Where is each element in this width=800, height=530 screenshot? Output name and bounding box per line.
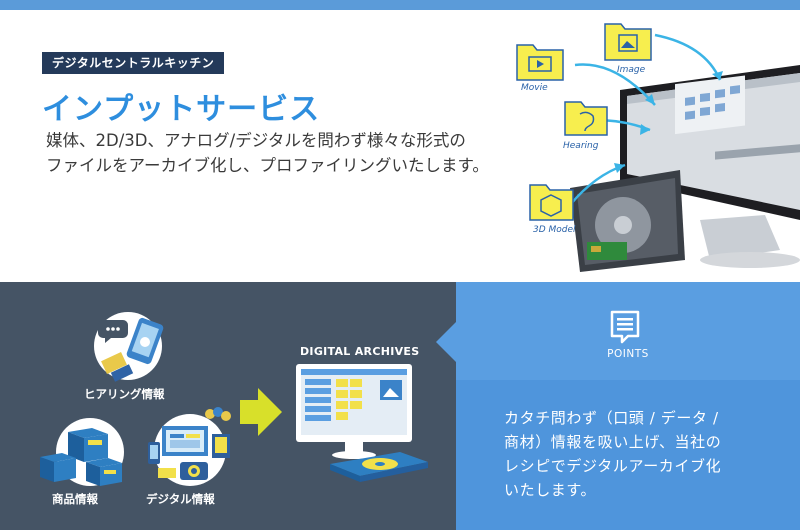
3d-model-folder-icon: [529, 184, 574, 221]
image-folder-icon: [604, 23, 652, 61]
product-boxes-icon: [40, 418, 124, 486]
hero-illustration: Movie Image Hearing 3D Model: [516, 23, 800, 272]
document-icon: [610, 310, 640, 344]
page-title: インプットサービス: [42, 92, 321, 127]
points-label: POINTS: [607, 348, 649, 360]
hearing-folder-icon: [564, 101, 608, 136]
description-line-1: 媒体、2D/3D、アナログ/デジタルを問わず様々な形式の: [46, 131, 466, 150]
hero-section: デジタルセントラルキッチン インプットサービス 媒体、2D/3D、アナログ/デジ…: [0, 10, 800, 282]
product-info-label: 商品情報: [52, 492, 98, 506]
points-line-1: カタチ問わず（口頭 / データ /: [504, 409, 719, 427]
points-description: カタチ問わず（口頭 / データ / 商材）情報を吸い上げ、当社の レシピでデジタ…: [504, 406, 774, 502]
archive-monitor-icon: [296, 364, 428, 482]
3d-model-folder-label: 3D Model: [533, 225, 576, 235]
digital-devices-icon: [148, 407, 231, 486]
points-header: POINTS: [456, 282, 800, 380]
description-line-2: ファイルをアーカイブ化し、プロファイリングいたします。: [46, 156, 489, 175]
top-accent-bar: [0, 0, 800, 10]
hearing-info-label: ヒアリング情報: [84, 387, 165, 401]
hearing-folder-label: Hearing: [563, 141, 599, 151]
points-panel: POINTS カタチ問わず（口頭 / データ / 商材）情報を吸い上げ、当社の …: [456, 282, 800, 530]
points-line-4: いたします。: [504, 481, 597, 499]
section-tag: デジタルセントラルキッチン: [42, 52, 225, 74]
movie-folder-label: Movie: [521, 83, 548, 93]
flow-arrow-icon: [240, 388, 282, 436]
hard-disk-illustration: [570, 170, 685, 272]
image-folder-label: Image: [617, 65, 646, 75]
hearing-smartphone-icon: [94, 312, 164, 382]
movie-folder-icon: [516, 44, 564, 81]
points-pointer: [436, 322, 456, 362]
digital-info-label: デジタル情報: [146, 492, 215, 506]
points-line-2: 商材）情報を吸い上げ、当社の: [504, 433, 722, 451]
points-line-3: レシピでデジタルアーカイブ化: [504, 457, 722, 475]
digital-archives-label: DIGITAL ARCHIVES: [300, 345, 420, 358]
flow-illustration: [40, 312, 428, 486]
page-description: 媒体、2D/3D、アナログ/デジタルを問わず様々な形式の ファイルをアーカイブ化…: [46, 128, 516, 178]
